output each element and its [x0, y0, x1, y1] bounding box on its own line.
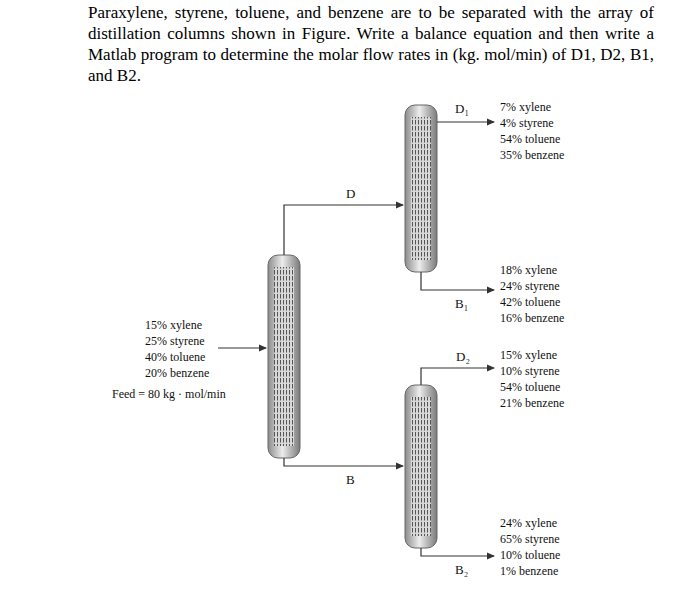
- feed-composition: 20% benzene: [145, 366, 209, 380]
- feed-line: [218, 347, 266, 348]
- composition: 65% styrene: [500, 532, 560, 546]
- composition: 1% benzene: [500, 564, 558, 578]
- distillate-line: [284, 205, 403, 255]
- composition: 10% toluene: [500, 548, 560, 562]
- feed-rate: Feed = 80 kg · mol/min: [112, 387, 226, 401]
- composition: 42% toluene: [500, 295, 560, 309]
- stream-name: D: [346, 186, 355, 201]
- composition: 7% xylene: [500, 100, 551, 114]
- feed-composition: 25% styrene: [145, 334, 205, 348]
- d1-line: [437, 121, 494, 122]
- composition: 21% benzene: [500, 396, 564, 410]
- b1-line: [421, 272, 494, 290]
- stream-name: B₁: [455, 296, 468, 311]
- composition: 16% benzene: [500, 311, 564, 325]
- stream-name: B: [346, 472, 355, 487]
- composition: 15% xylene: [500, 348, 557, 362]
- column-3: [405, 385, 437, 548]
- feed-composition: 15% xylene: [145, 318, 202, 332]
- stream-name: B₂: [455, 562, 468, 577]
- composition: 54% toluene: [500, 132, 560, 146]
- composition: 24% styrene: [500, 279, 560, 293]
- problem-statement: Paraxylene, styrene, toluene, and benzen…: [88, 2, 654, 86]
- b2-line: [421, 548, 494, 556]
- d2-line: [421, 368, 494, 385]
- composition: 24% xylene: [500, 516, 557, 530]
- stream-name: D₁: [455, 101, 469, 116]
- composition: 4% styrene: [500, 116, 554, 130]
- composition: 10% styrene: [500, 364, 560, 378]
- feed-composition: 40% toluene: [145, 350, 205, 364]
- composition: 18% xylene: [500, 263, 557, 277]
- column-1: [268, 255, 300, 458]
- bottoms-line: [284, 458, 403, 466]
- column-2: [405, 105, 437, 272]
- composition: 35% benzene: [500, 148, 564, 162]
- composition: 54% toluene: [500, 380, 560, 394]
- stream-name: D₂: [456, 349, 470, 364]
